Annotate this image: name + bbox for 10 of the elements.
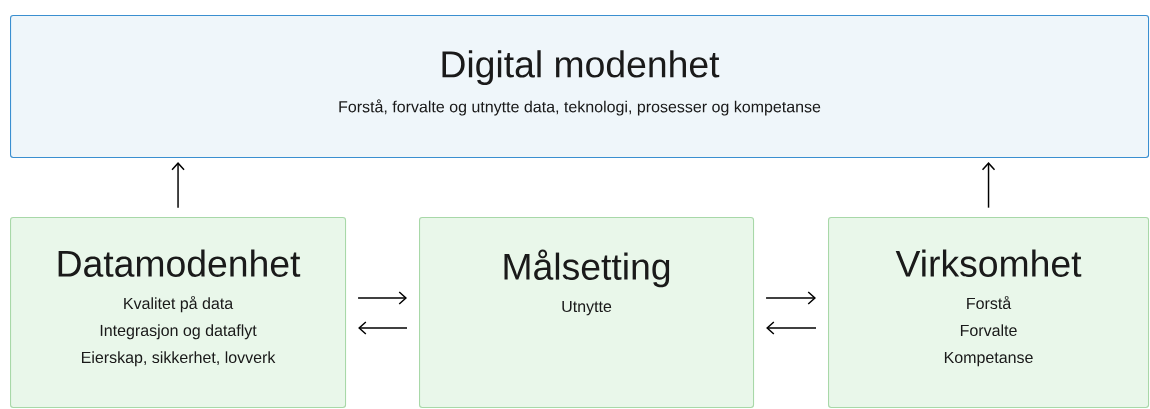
- arrow: [981, 162, 996, 209]
- arrow: [171, 162, 185, 209]
- arrow: [766, 321, 817, 335]
- heading-box: Digital modenhet Forstå, forvalte og utnytte data, teknologi, prosesser og kompetanse: [10, 15, 1150, 159]
- arrow: [357, 291, 407, 305]
- arrow: [358, 321, 408, 335]
- category-box: Datamodenhet Kvalitet på data Integrasjon og dataflyt Eierskap, sikkerhet, lovverk: [10, 217, 347, 409]
- category-box: Målsetting Utnytte: [419, 217, 755, 409]
- category-box: Virksomhet Forstå Forvalte Kompetanse: [828, 217, 1150, 409]
- arrow: [765, 291, 816, 305]
